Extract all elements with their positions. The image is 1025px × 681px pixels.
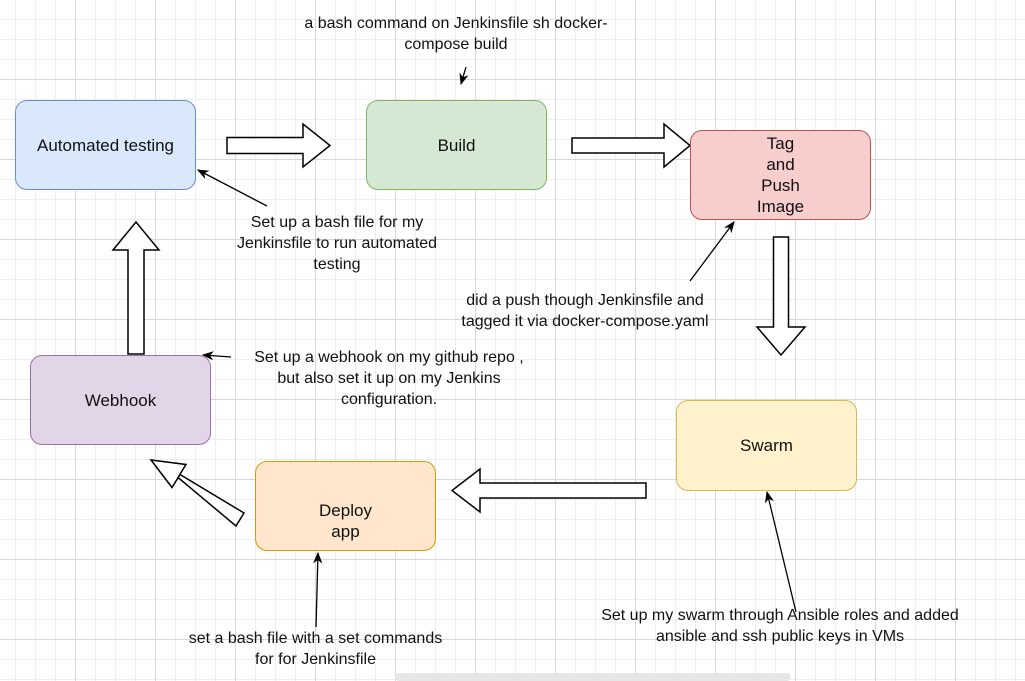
note-automated-testing: Set up a bash file for my Jenkinsfile to…: [236, 214, 438, 273]
flow-arrow-testing-to-build: [226, 122, 332, 169]
node-build[interactable]: Build: [366, 100, 547, 190]
node-automated-testing[interactable]: Automated testing: [15, 100, 196, 190]
flow-arrow-build-to-tag: [571, 122, 692, 169]
connector-testing-note: [196, 169, 268, 207]
connector-webhook-note: [201, 351, 232, 361]
horizontal-scrollbar[interactable]: [395, 673, 791, 681]
node-tag-and-push-image[interactable]: Tag and Push Image: [690, 130, 871, 220]
node-swarm[interactable]: Swarm: [676, 400, 857, 491]
connector-push-note: [689, 221, 735, 282]
connector-swarm-note: [764, 490, 797, 613]
note-tag-and-push: did a push though Jenkinsfile and tagged…: [461, 292, 709, 330]
note-webhook: Set up a webhook on my github repo , but…: [254, 349, 524, 408]
flow-arrow-deploy-to-webhook: [149, 459, 246, 528]
flow-arrow-webhook-to-testing: [111, 220, 161, 355]
node-tag-and-push-image-label: Tag and Push Image: [756, 134, 805, 216]
flow-arrow-swarm-to-deploy: [450, 467, 647, 514]
note-deploy-app: set a bash file with a set commands for …: [188, 630, 443, 668]
note-swarm: Set up my swarm through Ansible roles an…: [601, 607, 959, 645]
note-build: a bash command on Jenkinsfile sh docker-…: [304, 15, 608, 53]
node-swarm-label: Swarm: [740, 436, 793, 455]
node-webhook[interactable]: Webhook: [30, 355, 211, 445]
connector-deploy-note: [313, 551, 323, 628]
node-deploy-app-label: Deploy app: [319, 501, 372, 541]
node-webhook-label: Webhook: [84, 390, 157, 410]
flow-arrow-tag-to-swarm: [755, 236, 807, 357]
node-automated-testing-label: Automated testing: [36, 135, 175, 155]
node-deploy-app[interactable]: Deploy app: [255, 461, 436, 551]
connector-build-note: [459, 66, 469, 86]
node-build-label: Build: [437, 135, 476, 155]
